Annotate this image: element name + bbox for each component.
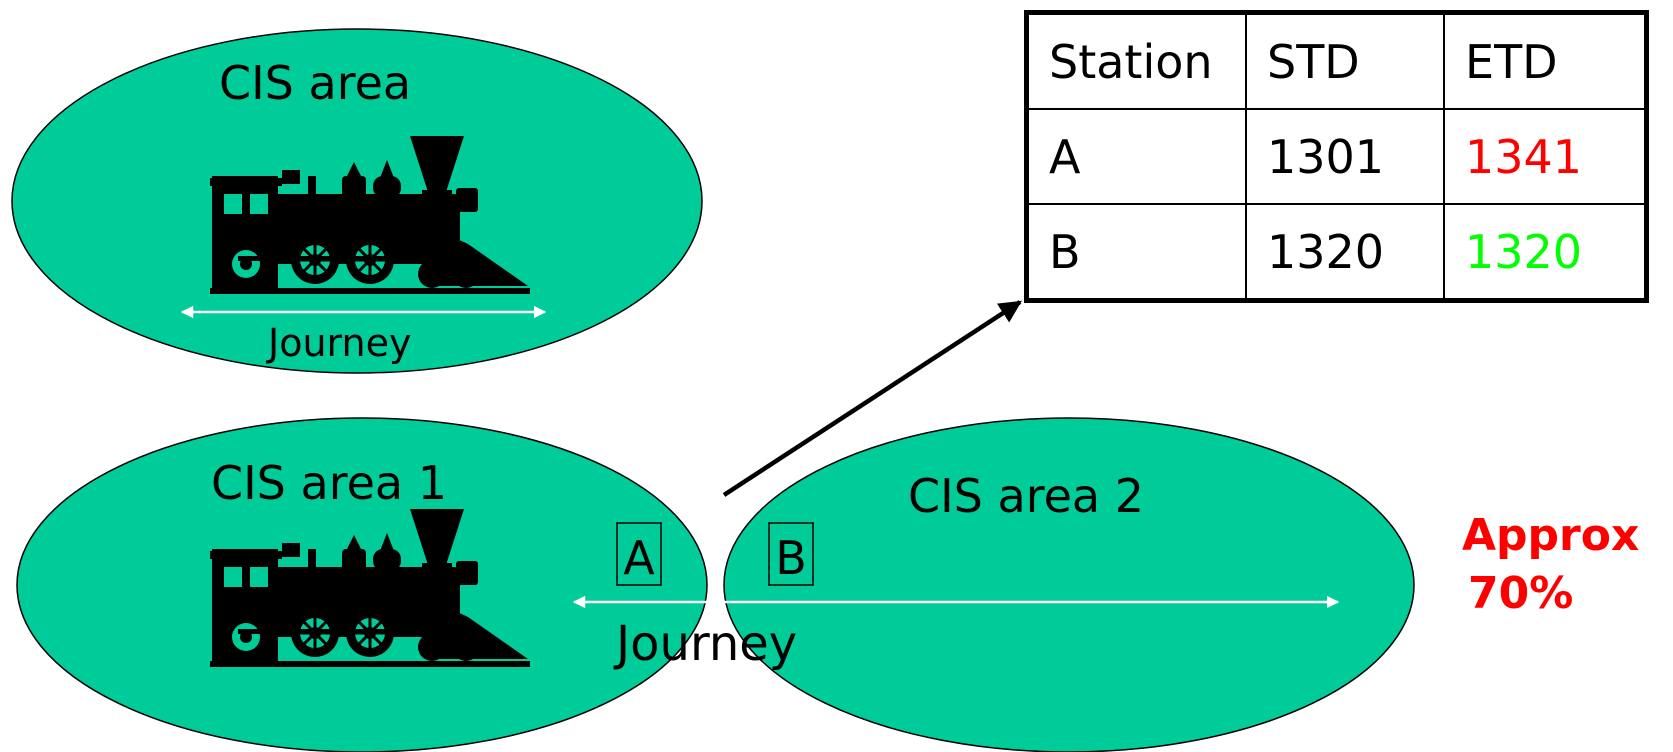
station-a-label: A <box>623 531 655 585</box>
etd-cell: 1320 <box>1443 203 1648 302</box>
cis-area-2-label: CIS area 2 <box>908 469 1144 523</box>
header-station: Station <box>1025 11 1247 110</box>
station-a-box <box>616 522 662 586</box>
cis-area-2-ellipse <box>723 417 1415 752</box>
header-etd: ETD <box>1443 11 1648 110</box>
top-area-label: CIS area <box>219 56 411 110</box>
station-b-label: B <box>775 531 807 585</box>
table-row: B 1320 1320 <box>1025 203 1648 302</box>
bottom-cis-areas: CIS area 1 CIS area 2 A B Journey <box>16 417 1415 752</box>
cis-area-1-label: CIS area 1 <box>211 456 447 510</box>
station-cell: A <box>1025 108 1247 205</box>
station-cell: B <box>1025 203 1247 302</box>
station-b-box <box>768 522 814 586</box>
pointer-arrow <box>722 300 1022 497</box>
top-journey-label: Journey <box>266 321 411 365</box>
std-cell: 1301 <box>1245 108 1445 205</box>
header-std: STD <box>1245 11 1445 110</box>
approx-percent: 70% <box>1468 568 1573 619</box>
bottom-journey-label: Journey <box>613 616 797 672</box>
table-header-row: Station STD ETD <box>1025 11 1648 110</box>
table-row: A 1301 1341 <box>1025 108 1648 205</box>
etd-cell: 1341 <box>1443 108 1648 205</box>
approx-label: Approx <box>1462 510 1639 561</box>
top-cis-area: CIS area Journey <box>11 28 703 374</box>
std-cell: 1320 <box>1245 203 1445 302</box>
departure-table: Station STD ETD A 1301 1341 B 1320 1320 <box>1024 10 1649 303</box>
